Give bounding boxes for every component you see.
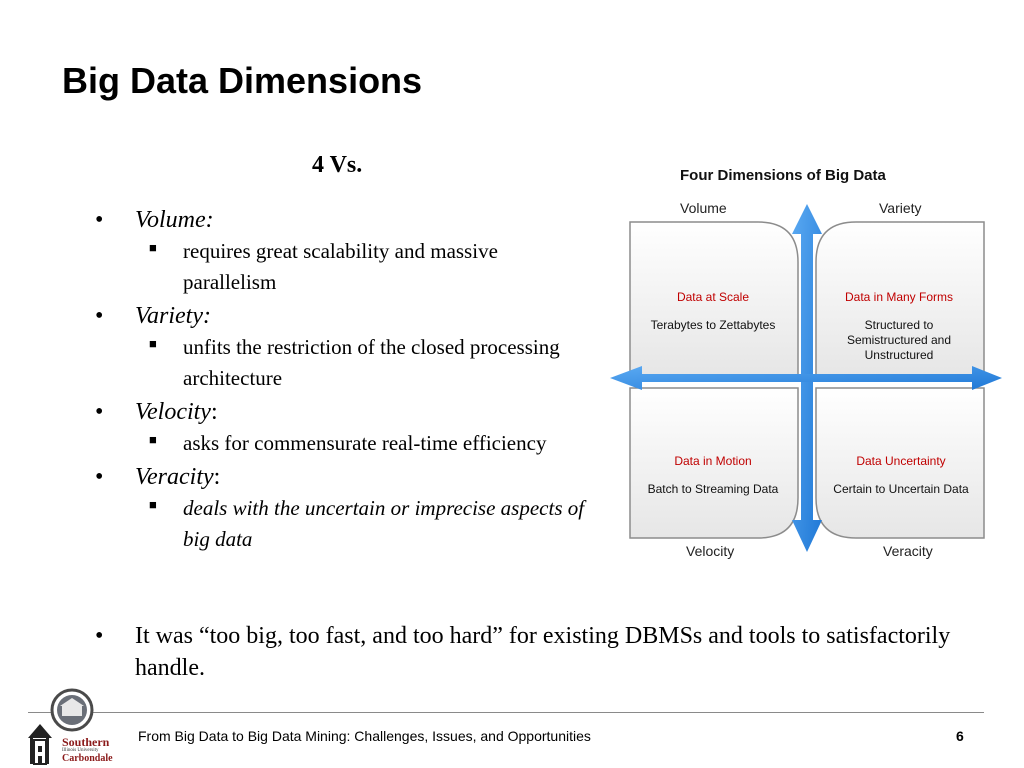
bullet-volume: • Volume: <box>95 204 585 236</box>
box-text: Terabytes to Zettabytes <box>650 318 776 332</box>
final-bullet-text: It was “too big, too fast, and too hard”… <box>135 623 951 681</box>
bullet-marker: • <box>95 399 104 425</box>
label-veracity: Veracity <box>883 543 933 559</box>
footer-divider <box>28 712 984 713</box>
bullet-list: • Volume: ■ requires great scalability a… <box>95 204 585 557</box>
box-heading: Data in Many Forms <box>844 290 954 304</box>
sub-bullet-variety: ■ unfits the restriction of the closed p… <box>95 332 585 394</box>
box-velocity-shape <box>629 387 799 539</box>
sub-bullet-text: requires great scalability and massive p… <box>183 239 498 294</box>
label-volume: Volume <box>680 200 727 216</box>
square-bullet-icon: ■ <box>149 240 157 255</box>
box-text: Certain to Uncertain Data <box>833 482 969 496</box>
label-velocity: Velocity <box>686 543 735 559</box>
slide-title: Big Data Dimensions <box>62 60 423 101</box>
bullet-velocity: • Velocity: <box>95 396 585 428</box>
sub-bullet-text: asks for commensurate real-time efficien… <box>183 431 547 455</box>
diagram-title: Four Dimensions of Big Data <box>680 167 886 184</box>
sub-bullet-volume: ■ requires great scalability and massive… <box>95 236 585 298</box>
four-dimensions-diagram: Four Dimensions of Big Data Volume Varie… <box>608 160 1004 560</box>
box-heading: Data in Motion <box>674 454 752 468</box>
bullet-marker: • <box>95 303 104 329</box>
bullet-label: Volume: <box>135 207 214 233</box>
siu-logo-text: Southern Illinois University Carbondale <box>62 735 113 764</box>
final-bullet: • It was “too big, too fast, and too har… <box>95 620 975 684</box>
bullet-label: Velocity <box>135 399 211 425</box>
bullet-marker: • <box>95 623 104 649</box>
box-velocity: Data in Motion Batch to Streaming Data <box>628 454 798 608</box>
sub-bullet-velocity: ■ asks for commensurate real-time effici… <box>95 428 585 459</box>
box-veracity-shape <box>815 387 985 539</box>
diagram-graphic <box>610 204 1002 552</box>
box-volume-shape <box>629 221 799 377</box>
sub-bullet-veracity: ■ deals with the uncertain or imprecise … <box>95 493 585 555</box>
sub-bullet-text: unfits the restriction of the closed pro… <box>183 335 560 390</box>
bullet-marker: • <box>95 464 104 490</box>
box-heading: Data Uncertainty <box>856 454 946 468</box>
box-veracity: Data Uncertainty Certain to Uncertain Da… <box>816 454 986 608</box>
bullet-label: Veracity <box>135 464 214 490</box>
footer-text: From Big Data to Big Data Mining: Challe… <box>138 728 591 744</box>
box-volume: Data at Scale Terabytes to Zettabytes <box>628 290 798 444</box>
bullet-variety: • Variety: <box>95 300 585 332</box>
bullet-veracity: • Veracity: <box>95 461 585 493</box>
horizontal-arrow <box>610 366 1002 390</box>
box-text: Batch to Streaming Data <box>647 482 779 496</box>
box-heading: Data at Scale <box>676 290 750 304</box>
slide-subtitle: 4 Vs. <box>312 152 363 178</box>
bullet-label: Variety: <box>135 303 211 329</box>
box-text: Structured to Semistructured and Unstruc… <box>846 318 952 362</box>
square-bullet-icon: ■ <box>149 497 157 512</box>
label-variety: Variety <box>879 200 922 216</box>
page-number: 6 <box>956 728 964 744</box>
square-bullet-icon: ■ <box>149 432 157 447</box>
siu-logo-icon <box>28 688 94 765</box>
square-bullet-icon: ■ <box>149 336 157 351</box>
bullet-marker: • <box>95 207 104 233</box>
box-variety: Data in Many Forms Structured to Semistr… <box>814 290 984 444</box>
sub-bullet-text: deals with the uncertain or imprecise as… <box>183 496 585 551</box>
